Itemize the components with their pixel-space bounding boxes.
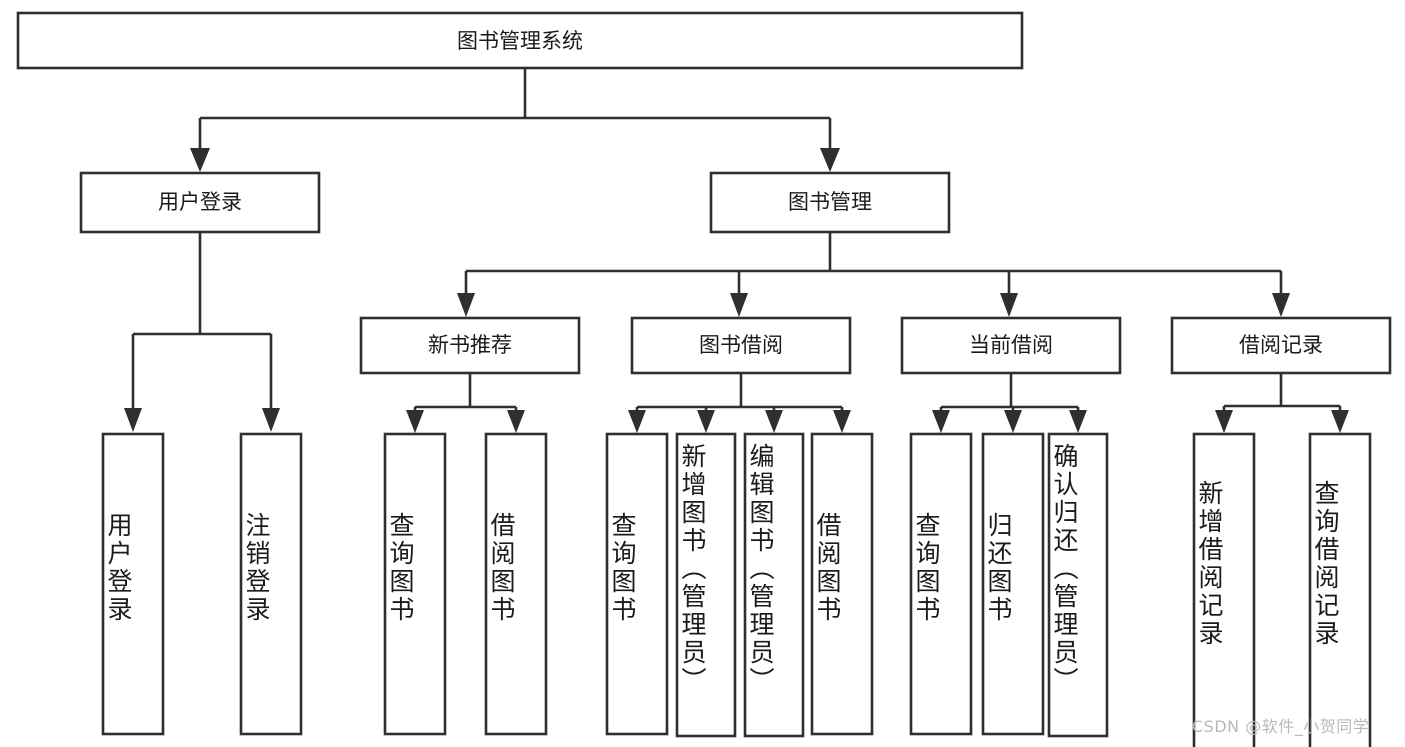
- node-current-borrow-box[interactable]: [900, 316, 1122, 375]
- node-new-book-recommend-label: 新书推荐: [428, 333, 512, 357]
- node-borrow-record-box[interactable]: [1170, 316, 1392, 375]
- arrow-head-bb-leaf-4: [833, 410, 851, 433]
- leaf-box-add-borrow-record[interactable]: [1192, 432, 1256, 747]
- arrow-head-bm-to-borrow-record: [1272, 293, 1290, 317]
- arrow-head-bm-to-new-book-recommend: [457, 293, 475, 317]
- arrow-head-root-to-user-login: [190, 148, 210, 172]
- leaf-box-borrow-book-recommend[interactable]: [484, 432, 548, 736]
- node-borrow-record-label: 借阅记录: [1239, 333, 1323, 357]
- leaf-box-confirm-return[interactable]: [1047, 432, 1109, 738]
- node-user-login-label: 用户登录: [158, 190, 242, 214]
- connector-group-borrow-record-to-leaves: [1215, 373, 1349, 433]
- connector-group-book-management-to-level3: [457, 232, 1290, 317]
- node-book-management-label: 图书管理: [788, 190, 872, 214]
- node-user-login[interactable]: 用户登录: [79, 171, 321, 234]
- node-book-borrow-box[interactable]: [630, 316, 852, 375]
- node-new-book-recommend[interactable]: 新书推荐: [359, 316, 581, 375]
- node-current-borrow[interactable]: 当前借阅: [900, 316, 1122, 375]
- arrow-head-user-login-leaf-2: [262, 408, 280, 432]
- node-book-borrow-label: 图书借阅: [699, 333, 783, 357]
- node-current-borrow-label: 当前借阅: [969, 333, 1053, 357]
- node-root[interactable]: 图书管理系统: [16, 11, 1024, 70]
- arrow-head-br-leaf-2: [1331, 410, 1349, 433]
- connector-group-user-login-to-leaves: [124, 232, 280, 432]
- arrow-head-bb-leaf-3: [765, 410, 783, 433]
- arrow-head-cb-leaf-2: [1004, 410, 1022, 433]
- arrow-head-cb-leaf-3: [1069, 410, 1087, 433]
- leaf-box-add-book[interactable]: [675, 432, 737, 738]
- leaf-box-query-borrow-record[interactable]: [1308, 432, 1372, 747]
- arrow-head-user-login-leaf-1: [124, 408, 142, 432]
- leaf-box-logout[interactable]: [239, 432, 303, 736]
- leaf-box-query-book-borrow[interactable]: [605, 432, 669, 736]
- arrow-head-root-to-book-management: [820, 148, 840, 172]
- connector-group-current-borrow-to-leaves: [932, 373, 1087, 433]
- arrow-head-bm-to-book-borrow: [730, 293, 748, 317]
- node-root-box[interactable]: [16, 11, 1024, 70]
- node-root-label: 图书管理系统: [457, 29, 583, 53]
- arrow-head-nbr-leaf-2: [507, 410, 525, 433]
- connector-group-new-book-recommend-to-leaves: [406, 373, 525, 433]
- leaf-box-query-book-recommend[interactable]: [383, 432, 447, 736]
- arrow-head-nbr-leaf-1: [406, 410, 424, 433]
- node-user-login-box[interactable]: [79, 171, 321, 234]
- node-new-book-recommend-box[interactable]: [359, 316, 581, 375]
- arrow-head-bm-to-current-borrow: [1000, 293, 1018, 317]
- leaf-box-user-login[interactable]: [101, 432, 165, 736]
- arrow-head-cb-leaf-1: [932, 410, 950, 433]
- leaf-box-edit-book[interactable]: [743, 432, 805, 738]
- connector-group-book-borrow-to-leaves: [628, 373, 851, 433]
- connector-group-root-to-level2: [190, 68, 840, 172]
- node-book-management[interactable]: 图书管理: [709, 171, 951, 234]
- leaf-box-borrow-book[interactable]: [810, 432, 874, 736]
- csdn-watermark: CSDN @软件_小贺同学: [1192, 717, 1370, 736]
- node-borrow-record[interactable]: 借阅记录: [1170, 316, 1392, 375]
- arrow-head-br-leaf-1: [1215, 410, 1233, 433]
- arrow-head-bb-leaf-2: [697, 410, 715, 433]
- leaf-box-query-book-current[interactable]: [909, 432, 973, 736]
- arrow-head-bb-leaf-1: [628, 410, 646, 433]
- node-book-management-box[interactable]: [709, 171, 951, 234]
- leaf-box-return-book[interactable]: [981, 432, 1045, 736]
- node-book-borrow[interactable]: 图书借阅: [630, 316, 852, 375]
